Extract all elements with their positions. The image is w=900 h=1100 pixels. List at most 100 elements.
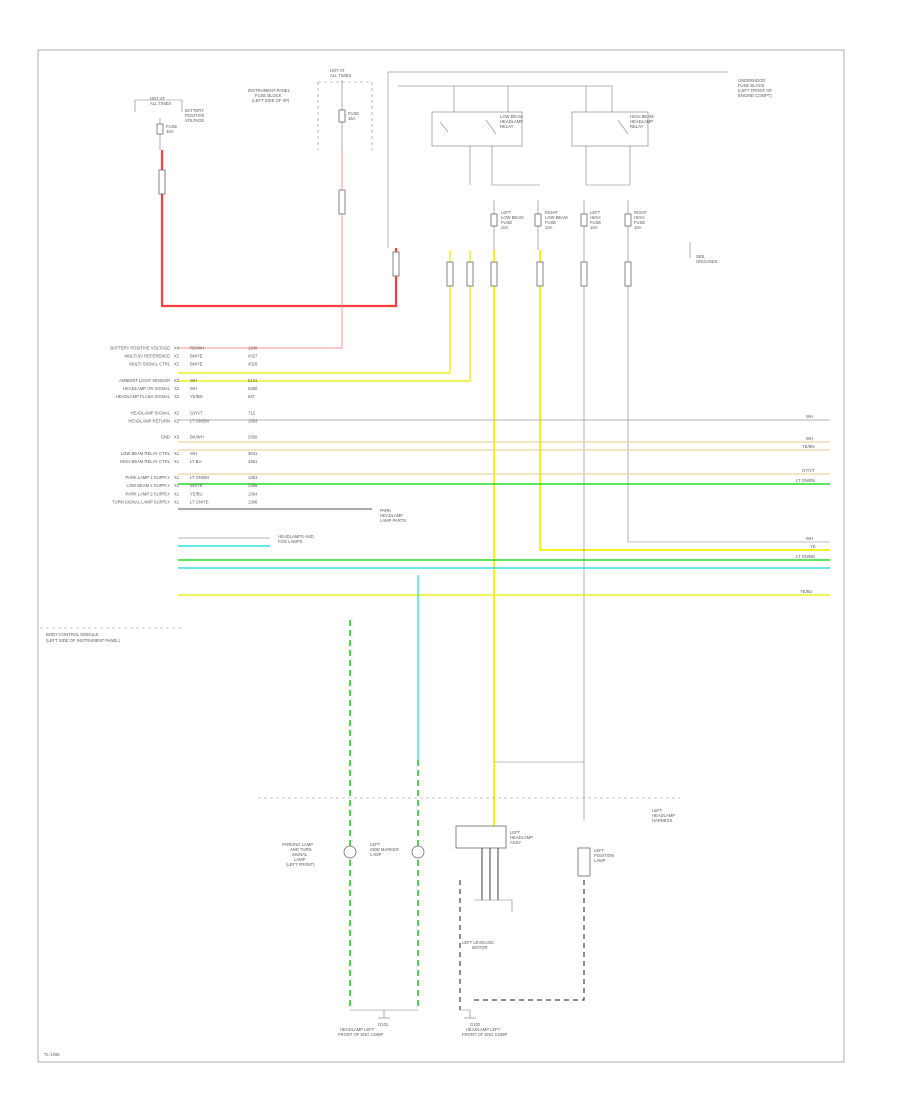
pin-label: HIGH BEAM RELAY CTRL [120, 459, 171, 464]
lamp-drops: LEFT HEADLAMP HARNESS [258, 575, 680, 1010]
pin-number: X2 [174, 354, 180, 359]
pin-wire-color: BN/YE [190, 354, 203, 359]
pin-label: HEADLAMP FLASH SIGNAL [116, 394, 171, 399]
left-headlamp: LEFT HEADLAMP ASSY LEFT LEVELING MOTOR [455, 825, 533, 1010]
pin-wire-color: YE/BN [190, 394, 203, 399]
pin-number: X3 [174, 394, 180, 399]
pin-circuit: 1383 [248, 418, 258, 423]
svg-text:RELAY: RELAY [500, 124, 514, 129]
pin-label: HEADLAMP SIGNAL [131, 410, 171, 415]
svg-text:RELAY: RELAY [630, 124, 644, 129]
svg-text:POSITIVE: POSITIVE [185, 113, 205, 118]
svg-text:LEFT: LEFT [501, 210, 512, 215]
pin-label: LOW BEAM RELAY CTRL [121, 451, 171, 456]
svg-text:HIGH BEAM: HIGH BEAM [630, 114, 654, 119]
underhood-fuse-block: UNDERHOOD FUSE BLOCK (LEFT FRONT OF ENGI… [387, 71, 772, 264]
svg-text:ALL TIMES: ALL TIMES [330, 73, 351, 78]
svg-text:UNDERHOOD: UNDERHOOD [738, 78, 765, 83]
svg-text:HEADLAMP: HEADLAMP [652, 813, 675, 818]
pin-circuit: 1365 [248, 483, 258, 488]
ground-left: G101 HEADLAMP LEFT FRONT OF ENG COMP [338, 1009, 418, 1037]
svg-text:HEADLAMP: HEADLAMP [500, 119, 523, 124]
pin-label: TURN SIGNAL LAMP SUPPLY [112, 499, 170, 504]
pin-wire-color: WH [190, 378, 197, 383]
svg-text:POSITION: POSITION [594, 853, 614, 858]
svg-text:FRONT OF ENG COMP: FRONT OF ENG COMP [338, 1032, 383, 1037]
left-position-lamp: LEFT POSITION LAMP [470, 847, 614, 1001]
svg-text:RIGHT: RIGHT [634, 210, 647, 215]
svg-text:SEE: SEE [696, 254, 705, 259]
svg-text:ALL TIMES: ALL TIMES [150, 101, 171, 106]
pin-label: HEADLAMP RETURN [128, 418, 170, 423]
svg-text:G102: G102 [470, 1022, 481, 1027]
left-side-marker: LEFT SIDE MARKER LAMP [370, 842, 425, 859]
pin-wire-color: WH [190, 386, 197, 391]
svg-text:HARNESS: HARNESS [652, 818, 672, 823]
svg-text:HEADLAMPS AND: HEADLAMPS AND [278, 534, 314, 539]
pin-circuit: 1363 [248, 475, 258, 480]
svg-text:10A: 10A [634, 225, 642, 230]
pin-circuit: 5360 [248, 386, 258, 391]
svg-text:FUSE: FUSE [634, 220, 645, 225]
svg-text:FUSE BLOCK: FUSE BLOCK [738, 83, 765, 88]
svg-text:15A: 15A [348, 116, 356, 121]
svg-text:LEFT: LEFT [590, 210, 601, 215]
svg-text:FUSE: FUSE [545, 220, 556, 225]
pin-number: X4 [174, 346, 180, 351]
battery-fuse: HOT AT ALL TIMES FUSE 40A BATTERY POSITI… [134, 96, 205, 150]
svg-text:YE/BN: YE/BN [802, 444, 815, 449]
pin-wire-color: BN/YE [190, 362, 203, 367]
mid-references: PARK HEADLAMP LAMP PARTS HEADLAMPS AND F… [278, 508, 406, 544]
svg-text:LEFT: LEFT [652, 808, 663, 813]
svg-text:LOW BEAM: LOW BEAM [501, 215, 524, 220]
svg-text:WH: WH [806, 414, 813, 419]
svg-text:PARKING LAMP: PARKING LAMP [282, 842, 313, 847]
svg-text:HEADLAMP: HEADLAMP [630, 119, 653, 124]
pin-wire-color: BN/YE [190, 483, 203, 488]
pin-number: X1 [174, 483, 180, 488]
svg-text:G101: G101 [378, 1022, 389, 1027]
pin-circuit: 4326 [248, 362, 258, 367]
pin-number: X1 [174, 499, 180, 504]
svg-text:HEADLAMP LEFT: HEADLAMP LEFT [340, 1027, 375, 1032]
module-label: BODY CONTROL MODULE (LEFT SIDE OF INSTRU… [40, 627, 182, 643]
svg-text:HIGH: HIGH [590, 215, 600, 220]
svg-text:BATTERY: BATTERY [185, 108, 204, 113]
pin-label: MULTI SIGNAL CTRL [129, 362, 170, 367]
pin-circuit: 5131 [248, 378, 258, 383]
svg-text:LAMP: LAMP [594, 858, 606, 863]
svg-text:GROUNDS: GROUNDS [696, 259, 718, 264]
pin-circuit: 712 [248, 410, 256, 415]
svg-text:LOW BEAM: LOW BEAM [500, 114, 523, 119]
svg-text:SIGNAL: SIGNAL [292, 852, 308, 857]
svg-text:HOT AT: HOT AT [150, 96, 165, 101]
pin-number: X3 [174, 386, 180, 391]
svg-text:AND TURN: AND TURN [290, 847, 312, 852]
svg-text:WH: WH [806, 436, 813, 441]
svg-text:FRONT OF ENG COMP: FRONT OF ENG COMP [462, 1032, 507, 1037]
svg-text:FUSE BLOCK: FUSE BLOCK [255, 93, 282, 98]
pin-circuit: 1366 [248, 499, 258, 504]
right-bus [178, 419, 830, 596]
ip-fuse-block: HOT AT ALL TIMES INSTRUMENT PANEL FUSE B… [248, 68, 373, 150]
battery-circuit [158, 150, 400, 349]
svg-text:BODY CONTROL MODULE: BODY CONTROL MODULE [46, 632, 99, 637]
svg-text:YE/BU: YE/BU [800, 589, 813, 594]
svg-text:(LEFT SIDE OF INSTRUMENT PANEL: (LEFT SIDE OF INSTRUMENT PANEL) [46, 638, 121, 643]
svg-text:HEADLAMP LEFT: HEADLAMP LEFT [466, 1027, 501, 1032]
pin-label: LOW BEAM 2 SUPPLY [127, 483, 171, 488]
pin-circuit: 3461 [248, 459, 258, 464]
svg-text:40A: 40A [166, 129, 174, 134]
pin-circuit: 1364 [248, 491, 258, 496]
svg-text:HEADLAMP: HEADLAMP [510, 835, 533, 840]
diagram-frame [37, 49, 845, 1063]
